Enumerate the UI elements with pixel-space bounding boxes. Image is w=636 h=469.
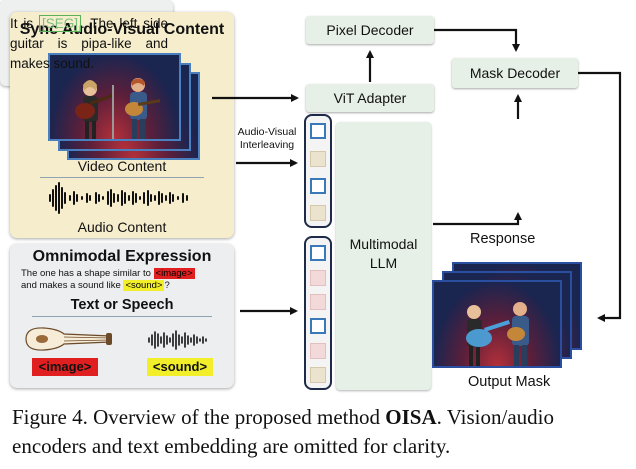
audio-content-label: Audio Content: [77, 219, 167, 235]
interleaving-label: Audio-Visual Interleaving: [234, 126, 300, 152]
response-label: Response: [470, 231, 536, 247]
figure-caption: Figure 4. Overview of the proposed metho…: [12, 403, 632, 461]
seg-token: [SEG]: [38, 15, 81, 32]
interleave-label-2: Interleaving: [239, 139, 295, 151]
expression-end: ?: [164, 280, 170, 291]
pipa-icon: [25, 327, 112, 351]
expression-pre: The one has a shape similar to: [21, 268, 151, 279]
response-text: It is [SEG]. The left side guitar is pip…: [10, 14, 168, 74]
divider: [32, 316, 212, 317]
sync-audio-visual-panel: Sync Audio-Visual Content: [10, 12, 234, 238]
arrow-llm-to-response: [433, 212, 522, 226]
text-token: [310, 343, 326, 359]
llm-line1: Multimodal: [349, 236, 418, 252]
multimodal-llm-block: Multimodal LLM: [336, 122, 431, 390]
audio-visual-token-stack: [304, 114, 332, 228]
caption-pre: Figure 4. Overview of the proposed metho…: [12, 405, 386, 429]
omnimodal-expression-panel: Omnimodal Expression The one has a shape…: [10, 244, 234, 388]
visual-token: [310, 318, 326, 334]
speech-waveform-icon: [148, 330, 207, 350]
interleave-label-1: Audio-Visual: [237, 126, 297, 138]
llm-line2: LLM: [369, 255, 398, 271]
caption-post: . Vision/audio encoders and text embeddi…: [12, 405, 554, 458]
video-frame-front: [48, 53, 181, 141]
mask-decoder-block: Mask Decoder: [452, 58, 578, 88]
visual-token: [310, 178, 326, 194]
divider: [40, 177, 204, 178]
llm-label: Multimodal LLM: [336, 235, 431, 273]
sound-tag: <sound>: [123, 280, 165, 291]
visual-token: [310, 123, 326, 139]
audio-token: [310, 367, 326, 383]
pixel-decoder-block: Pixel Decoder: [306, 16, 434, 44]
text-token: [310, 294, 326, 310]
audio-token: [310, 151, 326, 167]
arrow-mask-to-output: [578, 71, 622, 322]
mask-frame-front: [432, 280, 562, 368]
response-post: . The left side guitar is pipa-like and …: [10, 16, 168, 71]
sound-label: <sound>: [147, 358, 213, 376]
sync-panel-title: Sync Audio-Visual Content: [19, 21, 225, 38]
response-pre: It is: [10, 16, 34, 31]
expression-mid: and makes a sound like: [21, 280, 121, 291]
expression-token-stack: [304, 236, 332, 390]
output-mask-label: Output Mask: [468, 374, 551, 390]
audio-token: [310, 205, 326, 221]
audio-waveform-icon: [49, 182, 188, 214]
arrows-layer: [212, 28, 622, 322]
text-token: [310, 270, 326, 286]
arrow-pixel-to-mask: [434, 28, 520, 52]
vit-adapter-block: ViT Adapter: [306, 84, 434, 112]
text-or-speech-subtitle: Text or Speech: [70, 297, 174, 313]
image-label: <image>: [32, 358, 98, 376]
video-content-label: Video Content: [77, 158, 167, 174]
response-box: It is [SEG]. The left side guitar is pip…: [0, 0, 173, 86]
omni-panel-title: Omnimodal Expression: [32, 248, 212, 265]
image-tag: <image>: [153, 268, 195, 279]
expression-text: The one has a shape similar to <image> a…: [21, 268, 231, 292]
caption-bold: OISA: [385, 405, 437, 429]
visual-token: [310, 245, 326, 261]
